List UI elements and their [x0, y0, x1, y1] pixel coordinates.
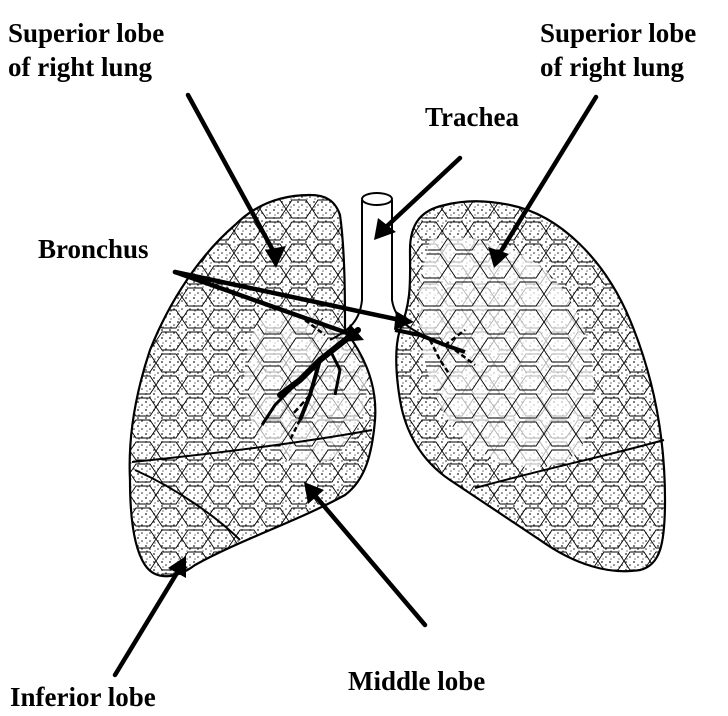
- label-superior-lobe-right-line1: Superior lobe: [540, 16, 696, 50]
- left-lung: [390, 195, 670, 585]
- label-trachea: Trachea: [425, 100, 519, 134]
- label-inferior-lobe: Inferior lobe: [10, 680, 156, 714]
- right-lung: [120, 190, 380, 590]
- label-superior-lobe-left-line2: of right lung: [8, 50, 164, 84]
- label-superior-lobe-right: Superior lobe of right lung: [540, 16, 696, 84]
- label-bronchus: Bronchus: [38, 232, 149, 266]
- label-superior-lobe-left-line1: Superior lobe: [8, 16, 164, 50]
- label-superior-lobe-right-line2: of right lung: [540, 50, 696, 84]
- label-superior-lobe-left: Superior lobe of right lung: [8, 16, 164, 84]
- label-middle-lobe: Middle lobe: [348, 664, 485, 698]
